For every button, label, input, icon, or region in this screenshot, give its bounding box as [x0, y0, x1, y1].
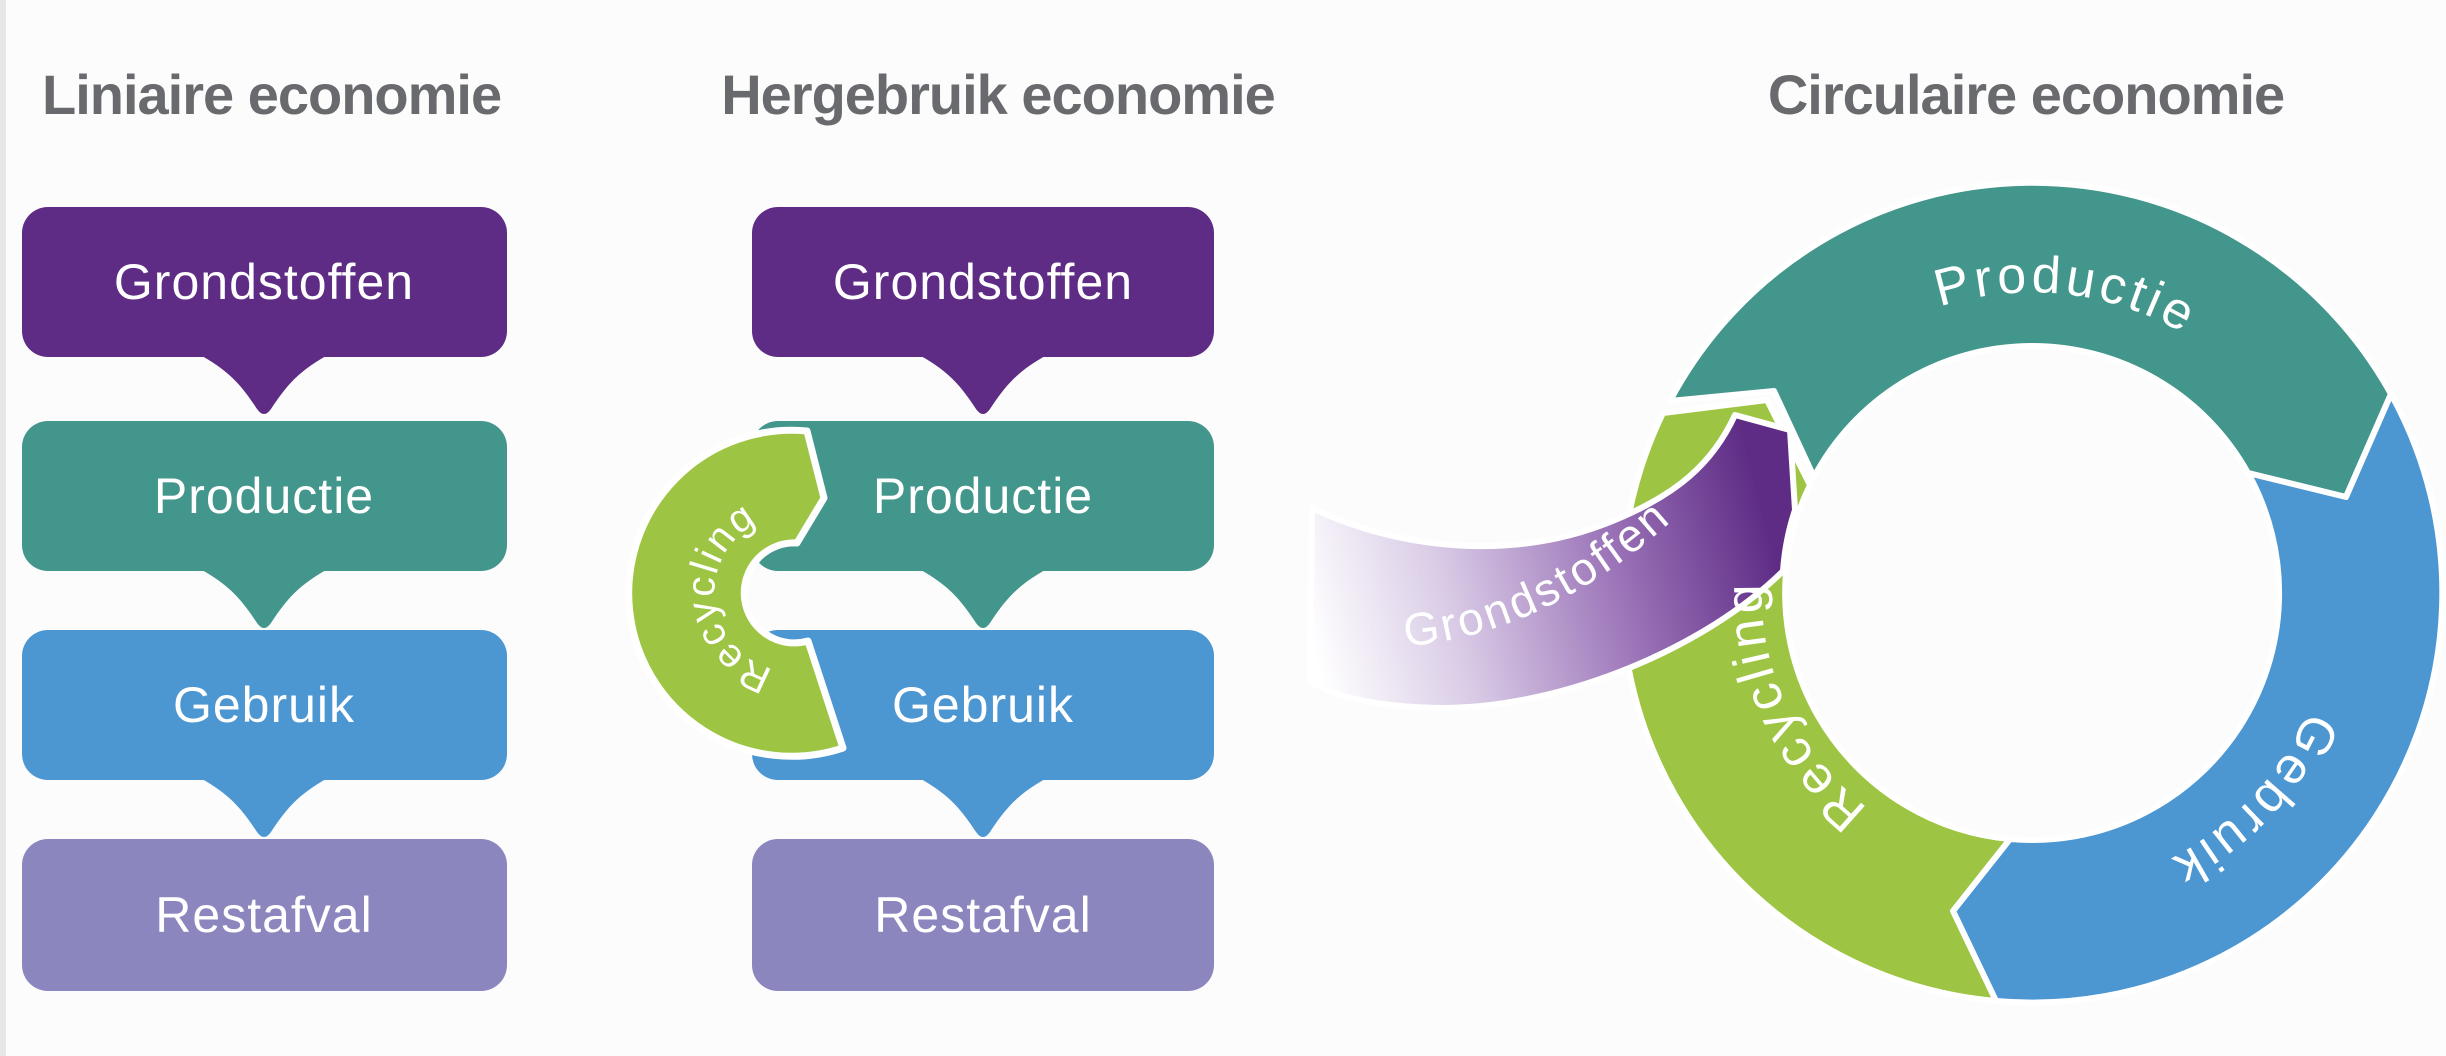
- ring-segment-gebruik: [1950, 391, 2446, 1006]
- arrow-down-icon: [921, 779, 1045, 837]
- linear-step-box-restafval: [22, 839, 507, 991]
- reuse-step-box-productie: [752, 421, 1214, 571]
- reuse-economy-title: Hergebruik economie: [721, 63, 1276, 126]
- reuse-step-box-restafval: [752, 839, 1214, 991]
- circular-economy-title: Circulaire economie: [1767, 63, 2285, 126]
- reuse-step-label: Grondstoffen: [833, 254, 1133, 310]
- linear-step-box-gebruik: [22, 630, 507, 780]
- reuse-flow: Grondstoffen Productie Gebruik Restafval…: [625, 207, 1214, 991]
- arrow-down-icon: [202, 356, 326, 414]
- screen-edge: [0, 0, 6, 1056]
- circular-flow: Productie Gebruik Recycling Grondstoffen: [1307, 179, 2446, 1006]
- reuse-step-box-gebruik: [752, 630, 1214, 780]
- linear-step-box-productie: [22, 421, 507, 571]
- linear-step-label: Grondstoffen: [114, 254, 414, 310]
- linear-step-label: Gebruik: [173, 677, 355, 733]
- arrow-down-icon: [202, 779, 326, 837]
- linear-step-label: Productie: [154, 468, 374, 524]
- linear-flow: Grondstoffen Productie Gebruik Restafval: [22, 207, 507, 991]
- reuse-step-label: Gebruik: [892, 677, 1074, 733]
- arrow-down-icon: [202, 570, 326, 628]
- reuse-step-label: Restafval: [874, 887, 1091, 943]
- recycling-loop-arrow: [625, 426, 847, 760]
- reuse-step-box-grondstoffen: [752, 207, 1214, 357]
- ring-segment-productie: [1667, 179, 2394, 500]
- linear-step-box-grondstoffen: [22, 207, 507, 357]
- linear-economy-title: Liniaire economie: [42, 63, 502, 126]
- arrow-down-icon: [921, 570, 1045, 628]
- arrow-down-icon: [921, 356, 1045, 414]
- reuse-step-label: Productie: [873, 468, 1093, 524]
- linear-step-label: Restafval: [155, 887, 372, 943]
- grondstoffen-input-arrow: [1307, 412, 1798, 711]
